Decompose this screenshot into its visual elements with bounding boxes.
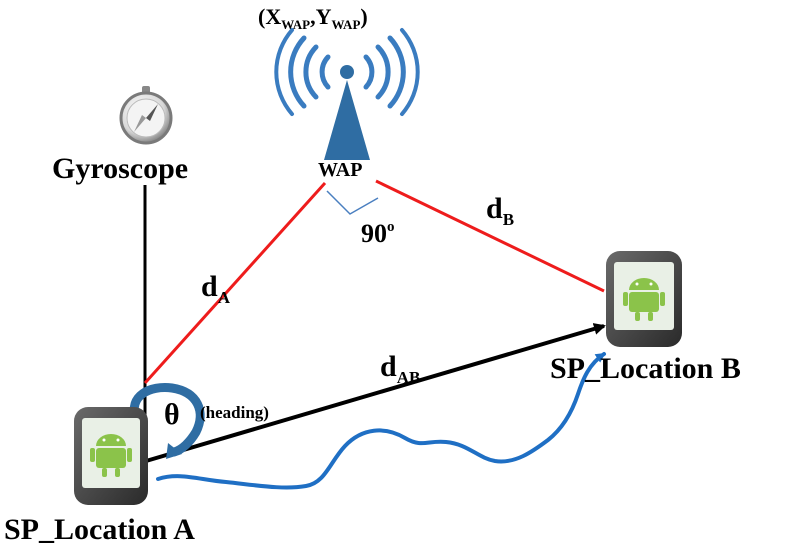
arrow-d-ab	[145, 323, 606, 463]
heading-arc-icon	[129, 383, 205, 457]
android-phone-icon-a	[74, 407, 148, 505]
line-d-b	[375, 179, 605, 293]
heading-arc-arrowhead	[166, 443, 182, 459]
label-d-ab: dAB	[380, 350, 420, 387]
location-a-label: SP_Location A	[4, 513, 195, 546]
walking-path	[156, 352, 606, 490]
theta-label: θ	[164, 398, 180, 431]
svg-text:(XWAP,YWAP): (XWAP,YWAP)	[258, 4, 368, 32]
label-d-b: dB	[486, 192, 514, 229]
location-b-label: SP_Location B	[550, 352, 741, 385]
android-phone-icon-b	[606, 251, 682, 347]
wifi-tower-icon	[274, 28, 420, 160]
right-angle-marker	[326, 190, 379, 215]
wap-label: WAP	[318, 159, 362, 181]
heading-label: (heading)	[200, 403, 269, 422]
label-d-a: dA	[201, 270, 231, 307]
label-90-degrees: 90o	[361, 219, 395, 248]
line-d-a	[143, 181, 327, 385]
compass-icon	[119, 86, 173, 145]
wap-coordinate-label: (XWAP,YWAP)	[258, 4, 368, 32]
gyroscope-label: Gyroscope	[52, 152, 188, 185]
